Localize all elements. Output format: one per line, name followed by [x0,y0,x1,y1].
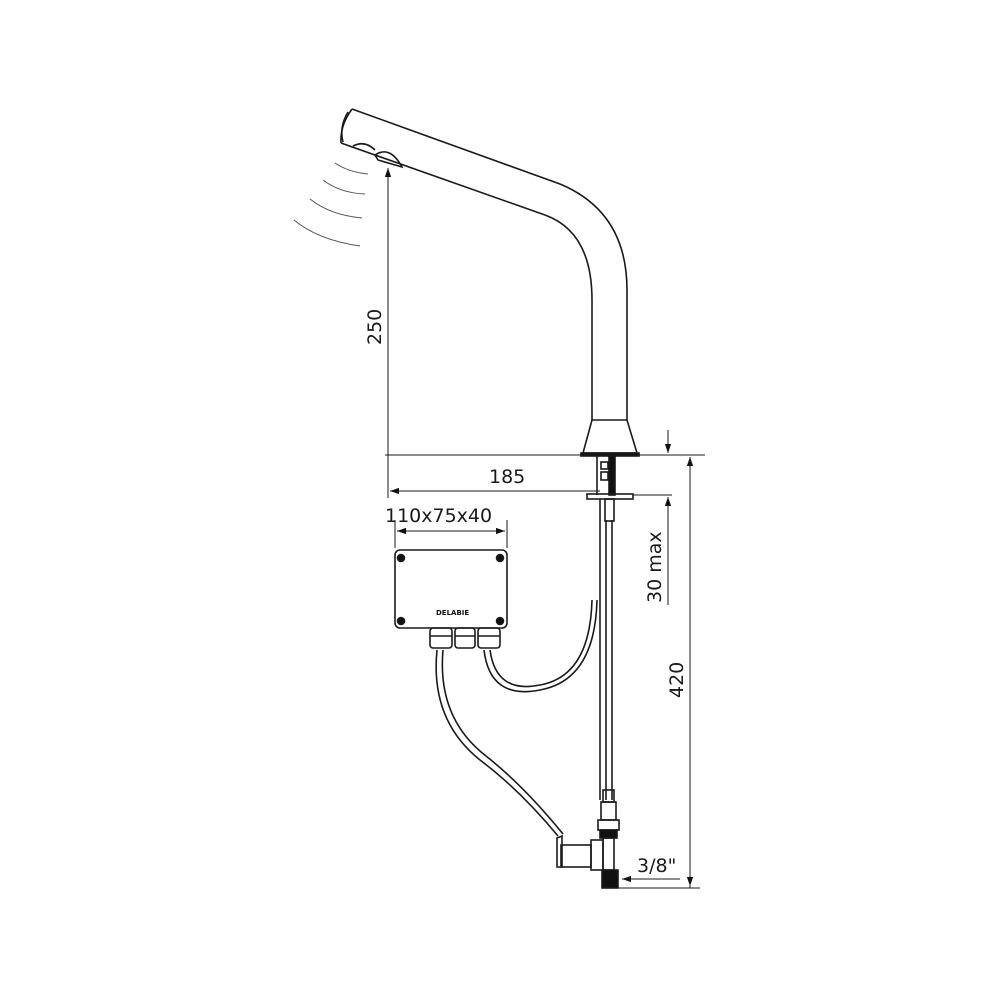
dim-box-label: 110x75x40 [385,505,492,527]
dim-185-label: 185 [489,466,525,488]
control-box [394,549,508,649]
sensor-window [373,151,404,169]
shank [586,455,634,800]
dim-3-8-label: 3/8" [637,855,676,877]
faucet-base [581,419,639,454]
dim-250-label: 250 [364,309,386,345]
spout [340,108,628,420]
dim-30max-label: 30 max [644,531,666,603]
dim-420-label: 420 [666,662,688,698]
cables [435,599,598,837]
brand-logo: DELABIE [436,609,469,617]
sensor-waves-icon [293,162,369,247]
solenoid-valve [556,789,620,889]
